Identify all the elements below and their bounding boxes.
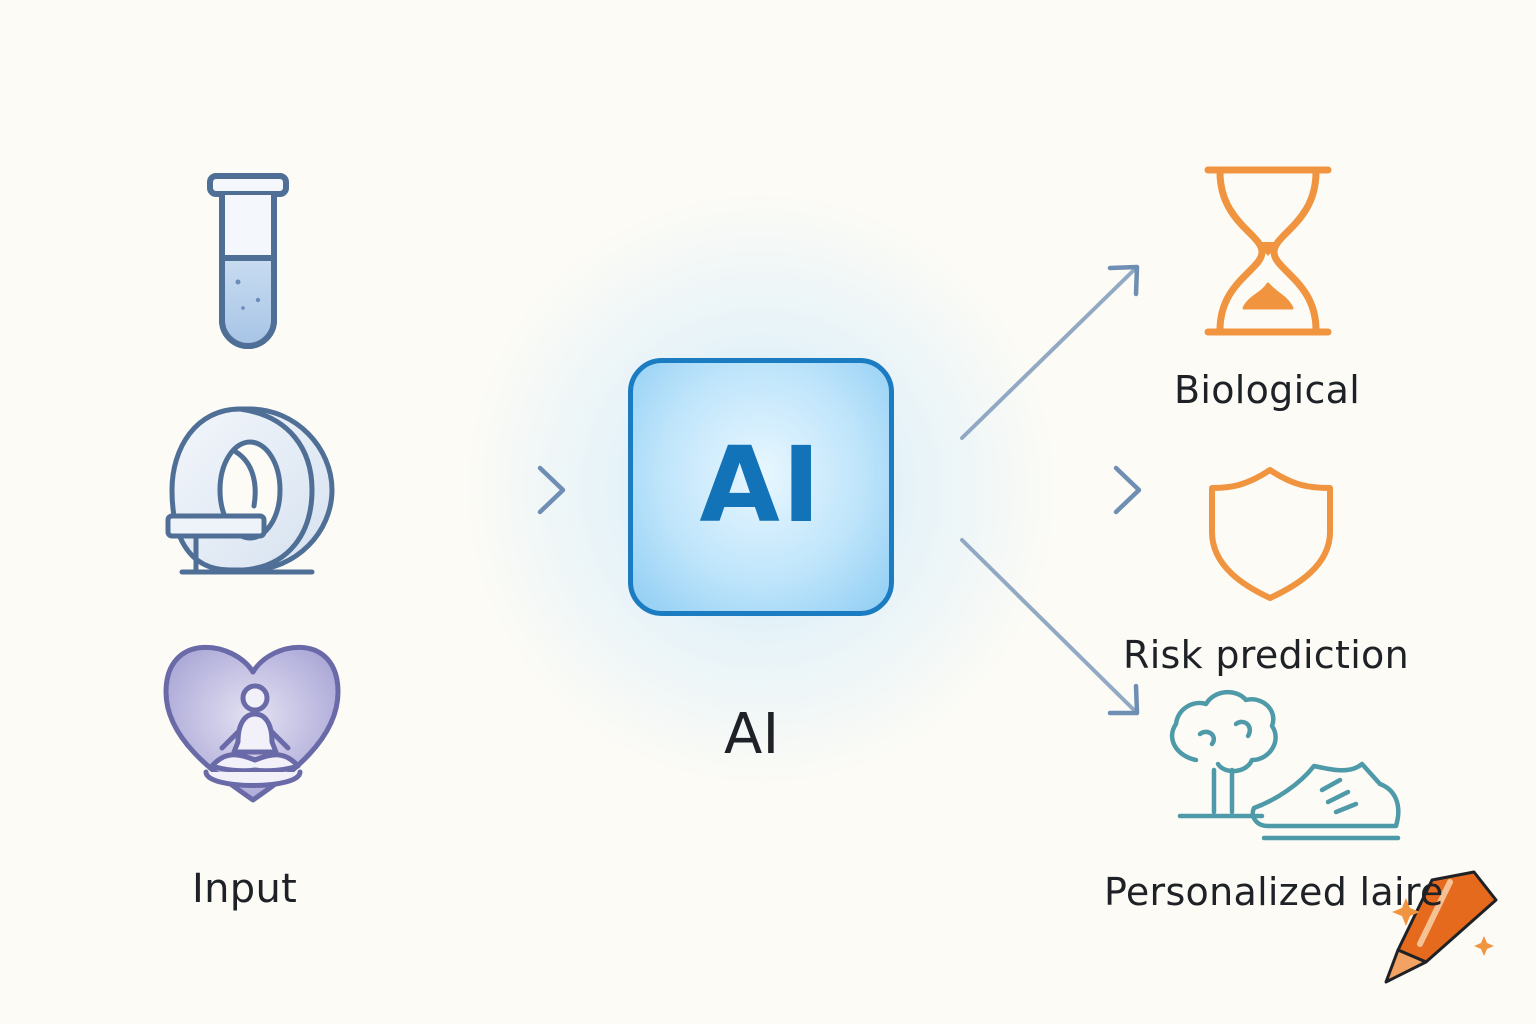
biological-label: Biological (1174, 368, 1361, 412)
biological-arrow (960, 264, 1140, 440)
risk-arrow (946, 465, 1142, 515)
risk-prediction-label: Risk prediction (1123, 633, 1409, 677)
mri-scanner-icon (165, 406, 335, 575)
brain-sneaker-icon (1169, 690, 1401, 841)
shield-icon (1209, 467, 1333, 601)
test-tube-icon (207, 173, 289, 349)
heart-meditation-icon (163, 644, 341, 803)
personalized-care-label: Personalized laire (1104, 870, 1444, 914)
ai-box-text: AI (699, 424, 823, 546)
crayon-icon (1384, 870, 1498, 984)
hourglass-icon (1204, 166, 1332, 336)
input-arrow (384, 465, 566, 515)
care-arrow (960, 538, 1140, 716)
ai-box: AI (628, 358, 894, 616)
input-label: Input (192, 866, 298, 912)
ai-label: AI (724, 702, 780, 767)
